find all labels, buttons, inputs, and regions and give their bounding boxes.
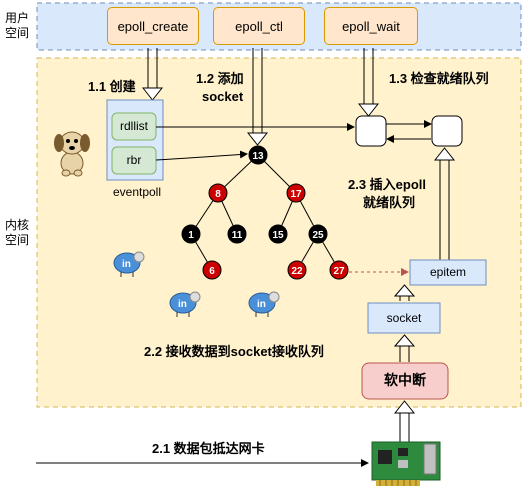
step-2-2-label: 2.2 接收数据到socket接收队列 — [144, 344, 324, 359]
epitem-box — [409, 259, 487, 286]
rbtree-node-label: 13 — [252, 151, 264, 162]
rbtree-node-17 — [286, 183, 306, 203]
user-space-label: 用户 空间 — [5, 11, 30, 40]
step-1-3-label: 1.3 检查就绪队列 — [389, 71, 489, 86]
step-1-1-label: 1.1 创建 — [88, 79, 136, 94]
rbtree-node-label: 27 — [333, 266, 345, 277]
softirq-box — [361, 362, 449, 400]
socket-box — [367, 302, 441, 334]
eventpoll-label: eventpoll — [112, 185, 162, 199]
readylist-node-right — [431, 115, 463, 147]
softirq-label: 软中断 — [384, 372, 426, 388]
rbtree-node-25 — [308, 224, 328, 244]
rbtree-node-27 — [329, 260, 349, 280]
rbtree-node-22 — [287, 260, 307, 280]
step-1-2-label: 1.2 添加 — [196, 71, 244, 86]
rbtree-node-11 — [227, 224, 247, 244]
rbtree-node-label: 6 — [209, 266, 215, 277]
svg-text:in: in — [178, 299, 187, 310]
wait-to-readylist-arrow — [357, 48, 380, 117]
step-2-1-label: 2.1 数据包抵达网卡 — [152, 441, 265, 456]
dog-icon — [54, 131, 90, 177]
socket-label: socket — [386, 311, 422, 325]
rbtree-node-label: 22 — [291, 266, 303, 277]
nic-to-softirq-arrow — [393, 400, 416, 443]
epoll-create-button[interactable]: epoll_create — [107, 7, 199, 45]
rbtree-node-label: 11 — [232, 230, 243, 241]
rdllist-label: rdllist — [119, 119, 148, 133]
kernel-space-label: 内核 空间 — [5, 218, 30, 247]
rbr-pointer — [155, 150, 248, 161]
epoll-wait-button[interactable]: epoll_wait — [324, 7, 418, 45]
readylist-node-left — [355, 115, 387, 147]
ctl-to-tree-arrow — [246, 48, 269, 146]
create-to-eventpoll-arrow — [141, 48, 164, 101]
step-1-2-socket-label: socket — [202, 89, 244, 104]
rbtree-node-6 — [202, 260, 222, 280]
rbtree-node-label: 15 — [272, 230, 284, 241]
network-card-icon — [371, 441, 441, 486]
step-2-3-label: 2.3 插入epoll — [348, 177, 427, 192]
socket-to-epitem-arrow — [393, 284, 416, 301]
sheep-icon: in — [248, 291, 280, 317]
epitem-label: epitem — [429, 265, 467, 279]
rbtree-node-8 — [208, 183, 228, 203]
epoll-ctl-button[interactable]: epoll_ctl — [213, 7, 305, 45]
sheep-icon: in — [169, 291, 201, 317]
rbr-box — [111, 146, 157, 175]
svg-text:in: in — [122, 259, 131, 270]
rbtree-node-13 — [248, 145, 268, 165]
softirq-to-socket-arrow — [393, 334, 416, 362]
rbtree-node-label: 1 — [188, 230, 194, 241]
step-2-3-sub-label: 就绪队列 — [363, 195, 416, 210]
sheep-icon: in — [113, 251, 145, 277]
rbtree-node-1 — [181, 224, 201, 244]
rbtree-node-label: 25 — [312, 230, 324, 241]
svg-text:in: in — [257, 299, 266, 310]
rbtree-node-label: 17 — [290, 189, 302, 200]
epitem-to-readylist-arrow — [433, 147, 456, 262]
rbr-label: rbr — [126, 153, 142, 167]
rbtree-node-label: 8 — [215, 189, 221, 200]
rbtree-node-15 — [268, 224, 288, 244]
